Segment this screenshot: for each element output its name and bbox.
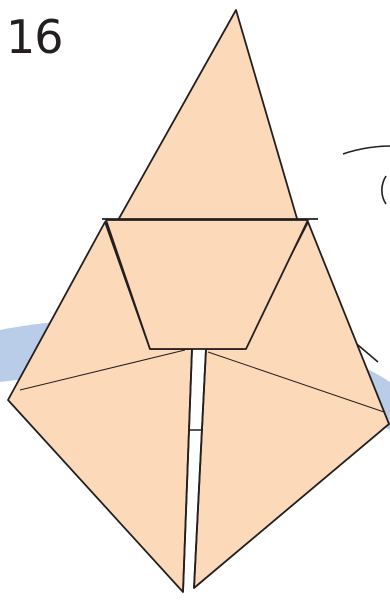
top-triangle-flap xyxy=(117,10,298,222)
